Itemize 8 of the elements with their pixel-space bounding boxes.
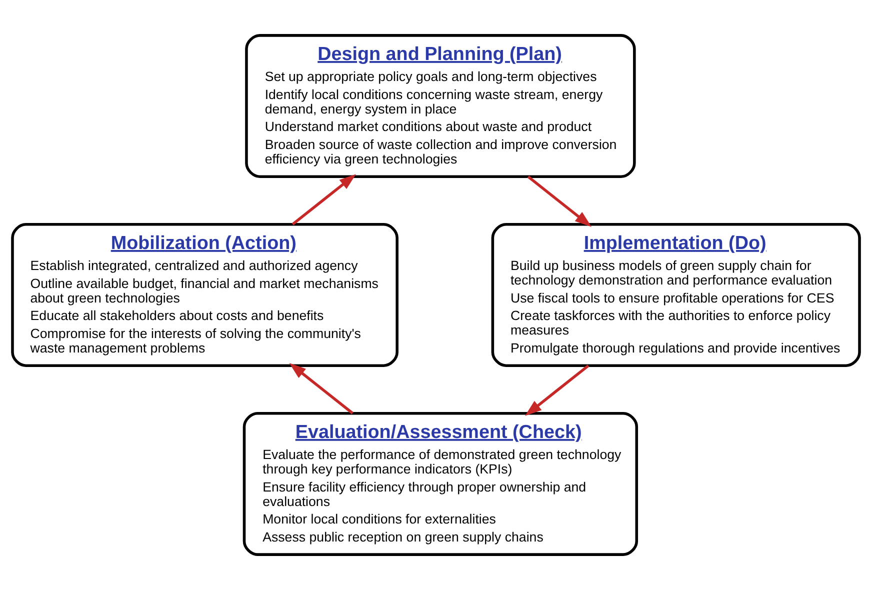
node-box: Implementation (Do) Build up business models of green supply chain for technology demonstration and performance evaluation Use fiscal tools to ensure profitable operations for CES Create taskforces with the authorities to enforce policy measures Promulgate thorough regulations and provide incentives <box>491 223 861 367</box>
arrow <box>524 364 590 416</box>
node-box: Evaluation/Assessment (Check) Evaluate the performance of demonstrated green technology through key performance indicators (KPIs) Ensure facility efficiency through proper ownership and evaluations Monitor local conditions for externalities Assess public reception on green supply chains <box>242 412 638 556</box>
node-box: Mobilization (Action) Establish integrated, centralized and authorized agency Outline available budget, financial and market mechanisms about green technologies Educate all stakeholders about costs and benefits Compromise for the interests of solving the community's waste management problems <box>11 223 398 367</box>
arrow <box>527 176 592 227</box>
node-box: Design and Planning (Plan) Set up appropriate policy goals and long-term objectives Identify local conditions concerning waste stream, energy demand, energy system in place Understand market conditions about waste and product Broaden source of waste collection and improve conversion efficiency via green technologies <box>245 34 636 178</box>
arrow <box>292 174 356 226</box>
arrow <box>289 363 354 414</box>
